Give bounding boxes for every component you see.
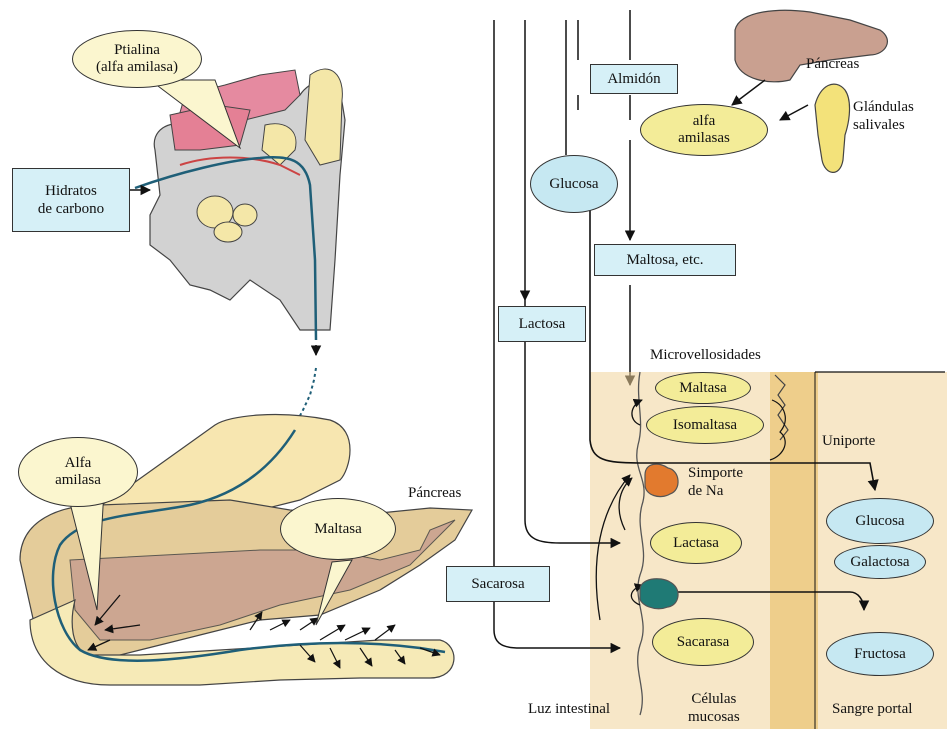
microvellosidades-label: Microvellosidades [650, 346, 761, 364]
lactasa-label: Lactasa [673, 535, 719, 552]
alfa-amilasas-label: alfa amilasas [678, 113, 730, 147]
lactosa-box: Lactosa [498, 306, 586, 342]
sangre-portal-label: Sangre portal [832, 700, 912, 718]
ptialina-label: Ptialina (alfa amilasa) [96, 42, 178, 76]
celulas-mucosas-label: Células mucosas [688, 690, 740, 726]
glucosa-top-label: Glucosa [549, 176, 598, 193]
glucosa-blood-oval: Glucosa [826, 498, 934, 544]
hidratos-label: Hidratos de carbono [38, 182, 104, 218]
fructosa-label: Fructosa [854, 646, 906, 663]
almidon-box: Almidón [590, 64, 678, 94]
fructosa-oval: Fructosa [826, 632, 934, 676]
glandulas-label: Glándulas salivales [853, 98, 914, 134]
simporte-label: Simporte de Na [688, 464, 743, 500]
maltosa-box: Maltosa, etc. [594, 244, 736, 276]
head-illustration [135, 69, 345, 425]
pancreas-gut-label: Páncreas [408, 484, 461, 502]
galactosa-oval: Galactosa [834, 545, 926, 579]
sacarasa-label: Sacarasa [677, 634, 729, 651]
maltosa-label: Maltosa, etc. [626, 251, 703, 269]
sacarosa-box: Sacarosa [446, 566, 550, 602]
maltasa-label: Maltasa [679, 380, 726, 397]
luz-intestinal-label: Luz intestinal [528, 700, 610, 718]
lactasa-oval: Lactasa [650, 522, 742, 564]
maltasa-oval: Maltasa [655, 372, 751, 404]
isomaltasa-oval: Isomaltasa [646, 406, 764, 444]
maltasa-bubble: Maltasa [280, 498, 396, 560]
ptialina-bubble: Ptialina (alfa amilasa) [72, 30, 202, 88]
pancreas-label: Páncreas [806, 55, 859, 73]
sacarasa-oval: Sacarasa [652, 618, 754, 666]
alfa-amilasa-bubble: Alfa amilasa [18, 437, 138, 507]
maltasa-gut-label: Maltasa [314, 521, 361, 538]
fructose-transporter [640, 579, 678, 609]
isomaltasa-label: Isomaltasa [673, 417, 737, 434]
glucosa-blood-label: Glucosa [855, 513, 904, 530]
hidratos-box: Hidratos de carbono [12, 168, 130, 232]
sacarosa-label: Sacarosa [471, 575, 524, 593]
alfa-amilasas-oval: alfa amilasas [640, 104, 768, 156]
salivary-gland-illustration [815, 84, 850, 172]
almidon-label: Almidón [607, 70, 660, 88]
uniporte-label: Uniporte [822, 432, 875, 450]
glucosa-oval: Glucosa [530, 155, 618, 213]
galactosa-label: Galactosa [850, 554, 909, 571]
alfa-amilasa-label: Alfa amilasa [55, 455, 101, 489]
lactosa-label: Lactosa [519, 315, 566, 333]
